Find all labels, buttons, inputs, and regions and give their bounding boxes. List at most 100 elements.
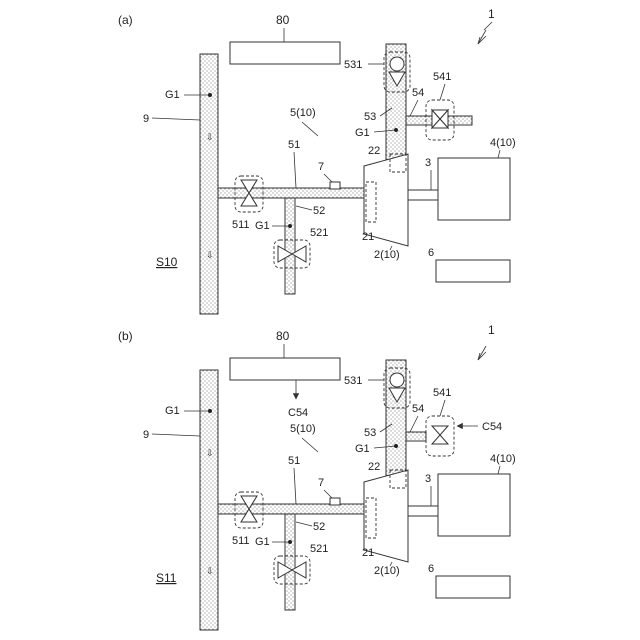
- shaft-3: [408, 190, 438, 200]
- valve511-label: 511: [232, 219, 250, 231]
- branch-pipe-52: [285, 198, 295, 294]
- panel-a: (a) 1 80 9 G1 ⇩ ⇩ 51 7 511 52: [118, 7, 516, 314]
- pipe51-label: 51: [288, 455, 300, 467]
- flow-system-label: 5(10): [290, 423, 316, 435]
- valve531-label: 531: [344, 59, 362, 71]
- branch-pipe-51: [218, 504, 364, 514]
- generator-leader: [498, 150, 500, 158]
- pipe9-leader: [152, 118, 200, 120]
- panel-label: (a): [118, 13, 133, 27]
- pipe54-leader: [410, 100, 418, 116]
- box6-label: 6: [428, 563, 434, 575]
- system-leader: [484, 22, 492, 30]
- inlet-label: 21: [362, 547, 374, 559]
- shaft-label: 3: [425, 473, 431, 485]
- valve-531-circle: [390, 57, 404, 71]
- turbine-label: 2(10): [374, 565, 400, 577]
- valve541-label: 541: [433, 387, 451, 399]
- panel-b: (b) 1 80 C54 9 G1 ⇩ ⇩ 51 7 511 52 G1: [118, 323, 516, 630]
- inlet-label: 21: [362, 231, 374, 243]
- valve521-label: 521: [310, 543, 328, 555]
- valve511-label: 511: [232, 535, 250, 547]
- system-label: 1: [488, 7, 495, 21]
- shaft-label: 3: [425, 157, 431, 169]
- generator: [438, 474, 510, 536]
- pipe53-label: 53: [364, 111, 376, 123]
- branch-pipe-51: [218, 188, 364, 198]
- flow-system-label: 5(10): [290, 107, 316, 119]
- sensor-label: 7: [318, 161, 324, 173]
- generator: [438, 158, 510, 220]
- gas-dot-52: [288, 224, 292, 228]
- pipe52-label: 52: [313, 521, 325, 533]
- gas-label-main: G1: [165, 405, 180, 417]
- pipe54-leader: [410, 416, 418, 432]
- outlet-label: 22: [368, 145, 380, 157]
- turbine-label: 2(10): [374, 249, 400, 261]
- sensor-7: [330, 498, 340, 505]
- pipe52-label: 52: [313, 205, 325, 217]
- outlet-label: 22: [368, 461, 380, 473]
- gas-label-52: G1: [255, 536, 270, 548]
- pipe53-label: 53: [364, 427, 376, 439]
- pipe54-label: 54: [412, 87, 424, 99]
- shaft-3: [408, 506, 438, 516]
- flow-arrow-main-2: ⇩: [206, 566, 214, 576]
- gas-dot-main: [208, 93, 212, 97]
- valve541-label: 541: [433, 71, 451, 83]
- gas-dot-main: [208, 409, 212, 413]
- flow-system-leader: [302, 122, 318, 136]
- bypass-pipe-54: [406, 432, 426, 441]
- unit-6-box: [436, 576, 510, 598]
- sensor-leader: [324, 490, 332, 498]
- main-gas-pipe: [200, 370, 218, 630]
- generator-label: 4(10): [490, 137, 516, 149]
- controller-label: 80: [276, 329, 290, 343]
- flow-arrow-main-2: ⇩: [206, 250, 214, 260]
- branch-pipe-52: [285, 514, 295, 610]
- pipe9-leader: [152, 434, 200, 436]
- flow-arrow-main-1: ⇩: [206, 448, 214, 458]
- main-gas-pipe: [200, 54, 218, 314]
- valve-531-circle: [390, 373, 404, 387]
- state-label: S11: [156, 571, 177, 585]
- state-label: S10: [156, 255, 178, 269]
- gas-label-main: G1: [165, 89, 180, 101]
- flow-system-leader: [302, 438, 318, 452]
- command-label: C54: [482, 421, 502, 433]
- pipe9-label: 9: [143, 113, 149, 125]
- pipe54-label: 54: [412, 403, 424, 415]
- controller-box: [230, 358, 340, 380]
- gas-dot-53: [394, 444, 398, 448]
- generator-label: 4(10): [490, 453, 516, 465]
- pipe52-leader: [296, 522, 312, 526]
- valve531-label: 531: [344, 375, 362, 387]
- sensor-label: 7: [318, 477, 324, 489]
- flow-arrow-main-1: ⇩: [206, 132, 214, 142]
- gas-label-53: G1: [355, 127, 370, 139]
- valve541-leader: [440, 400, 445, 416]
- controller-label: 80: [276, 13, 290, 27]
- panel-label: (b): [118, 329, 133, 343]
- system-label: 1: [488, 323, 495, 337]
- valve-541-icon: [432, 426, 448, 444]
- gas-label-52: G1: [255, 220, 270, 232]
- pipe51-label: 51: [288, 139, 300, 151]
- gas-dot-52: [288, 540, 292, 544]
- gas-dot-53: [394, 128, 398, 132]
- pipe51-leader: [294, 152, 296, 188]
- pipe9-label: 9: [143, 429, 149, 441]
- gas-label-53: G1: [355, 443, 370, 455]
- generator-leader: [498, 466, 500, 474]
- valve541-leader: [440, 84, 445, 100]
- pipe51-leader: [294, 468, 296, 504]
- sensor-7: [330, 182, 340, 189]
- pipe52-leader: [296, 206, 312, 210]
- valve521-label: 521: [310, 227, 328, 239]
- unit-6-box: [436, 260, 510, 282]
- signal-label: C54: [288, 407, 308, 419]
- controller-box: [230, 42, 340, 64]
- box6-label: 6: [428, 247, 434, 259]
- sensor-leader: [324, 174, 332, 182]
